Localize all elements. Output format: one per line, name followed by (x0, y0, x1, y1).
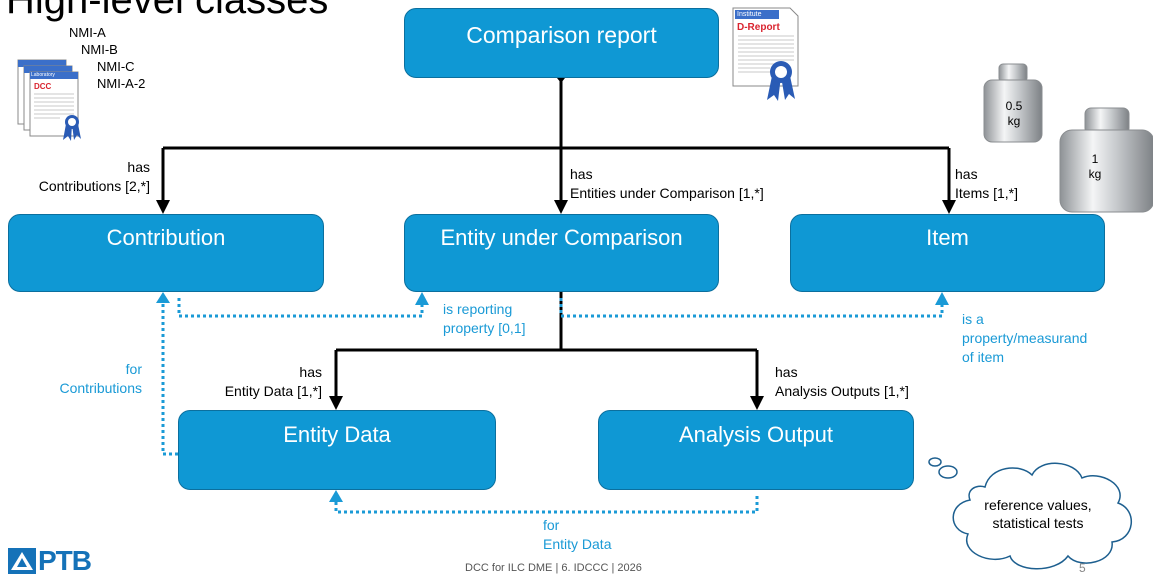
reference-text: for (125, 361, 142, 377)
dcc-doc-header: Laboratory (31, 72, 55, 78)
relation-multiplicity-text: Entity Data [1,*] (224, 383, 322, 399)
reference-text: is reporting (443, 301, 513, 317)
d-report-doc-label: D-Report (737, 22, 780, 33)
relation-contributions-label: has Contributions [2,*] (8, 158, 150, 196)
reference-for-contributions-label: for Contributions (20, 360, 143, 398)
reference-reporting-property-label: is reporting property [0,1] (443, 300, 526, 338)
entity-under-comparison-box[interactable]: Entity under Comparison (404, 214, 719, 292)
relation-multiplicity-text: Entities under Comparison [1,*] (570, 185, 764, 201)
page-number: 5 (1079, 561, 1086, 575)
dcc-doc-label: DCC (34, 82, 52, 91)
relation-has-text: has (775, 364, 798, 380)
reference-for-entity-data-label: for Entity Data (543, 516, 611, 554)
analysis-output-box[interactable]: Analysis Output (598, 410, 914, 490)
relation-has-text: has (299, 364, 322, 380)
nmi-label-b: NMI-B (81, 42, 118, 57)
weight-unit: kg (1088, 167, 1102, 181)
reference-property-of-item-label: is a property/measurand of item (962, 310, 1087, 367)
footer-text: DCC for ILC DME | 6. IDCCC | 2026 (465, 562, 642, 574)
item-box[interactable]: Item (790, 214, 1105, 292)
nmi-label-a: NMI-A (69, 25, 106, 40)
weight-value: 1 (1091, 152, 1099, 166)
thought-cloud-text: reference values, statistical tests (968, 496, 1108, 532)
relation-entities-label: has Entities under Comparison [1,*] (570, 165, 764, 203)
d-report-doc-header: Institute (737, 11, 762, 18)
relation-multiplicity-text: Items [1,*] (955, 185, 1019, 201)
relation-items-label: has Items [1,*] (955, 165, 1018, 203)
relation-has-text: has (127, 159, 150, 175)
relation-multiplicity-text: Analysis Outputs [1,*] (775, 383, 909, 399)
large-weight-label: 1 kg (1083, 152, 1107, 182)
relation-analysis-outputs-label: has Analysis Outputs [1,*] (775, 363, 909, 401)
reference-text: Entity Data (543, 536, 612, 552)
reference-text: of item (962, 349, 1005, 365)
page-title: High-level classes (6, 0, 329, 22)
weight-unit: kg (1007, 114, 1021, 128)
reference-text: property/measurand (962, 330, 1088, 346)
comparison-report-box[interactable]: Comparison report (404, 8, 719, 78)
relation-has-text: has (955, 166, 978, 182)
contribution-box[interactable]: Contribution (8, 214, 324, 292)
reference-text: property [0,1] (443, 320, 526, 336)
entity-data-box[interactable]: Entity Data (178, 410, 496, 490)
small-weight-label: 0.5 kg (1002, 99, 1026, 129)
reference-text: is a (962, 311, 984, 327)
relation-multiplicity-text: Contributions [2,*] (38, 178, 150, 194)
reference-text: for (543, 517, 560, 533)
thought-cloud-line: reference values, (984, 497, 1092, 513)
relation-entity-data-label: has Entity Data [1,*] (160, 363, 322, 401)
ptb-logo-text: PTB (38, 545, 92, 576)
reference-text: Contributions (59, 380, 143, 396)
nmi-label-c: NMI-C (97, 59, 135, 74)
ptb-logo-icon (8, 548, 36, 574)
ptb-logo: PTB (8, 545, 92, 576)
thought-cloud-line: statistical tests (992, 515, 1084, 531)
relation-has-text: has (570, 166, 593, 182)
weight-value: 0.5 (1005, 99, 1023, 113)
nmi-label-a2: NMI-A-2 (97, 76, 146, 91)
